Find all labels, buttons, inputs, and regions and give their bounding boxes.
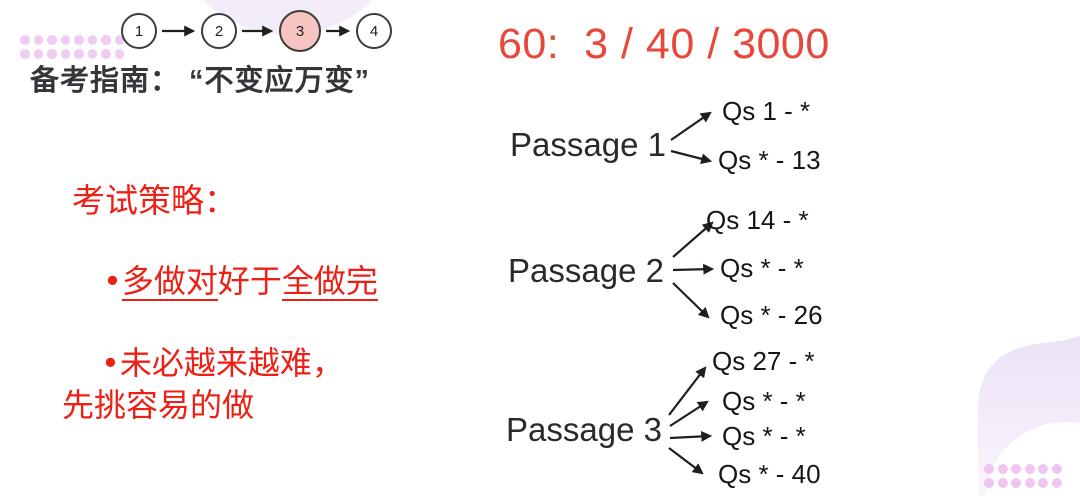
passage-3-question-range: Qs 27 - * (712, 346, 815, 376)
passage-2-question-range: Qs 14 - * (706, 205, 809, 235)
p3-arrow-0 (668, 366, 707, 416)
decor-dot (20, 49, 30, 59)
bullet1-underlined-1: 多做对 (121, 262, 218, 300)
bullet-marker: • (103, 262, 122, 300)
p3-arrow-3 (668, 447, 704, 475)
strategy-heading: 考试策略： (72, 181, 237, 220)
decor-dot (1051, 464, 1062, 474)
p3-arrow-1 (669, 400, 709, 427)
strategy-bullet-1: •多做对好于全做完 (103, 256, 378, 302)
step-circle-2: 2 (201, 13, 237, 49)
decor-dot (1024, 477, 1035, 488)
decor-dot (47, 35, 57, 45)
passage-1-label: Passage 1 (510, 126, 666, 163)
decor-dot (984, 464, 994, 474)
decor-dot (33, 49, 43, 59)
passage-2-label: Passage 2 (508, 252, 664, 289)
decor-dot (87, 35, 97, 45)
step-circle-1: 1 (121, 13, 157, 49)
slide-title: 备考指南： “不变应万变” (30, 65, 371, 97)
decor-dot (114, 35, 124, 45)
decor-dot (997, 477, 1008, 488)
decor-dot (114, 49, 124, 59)
decor-dot (997, 464, 1008, 474)
strategy-bullet-2-line-2: 先挑容易的做 (62, 386, 255, 424)
decor-dot (87, 49, 97, 59)
decor-dot (20, 35, 30, 45)
decor-dot (60, 35, 70, 45)
decor-dot (101, 35, 111, 45)
decor-dot (1024, 464, 1035, 474)
p1-arrow-1 (670, 149, 713, 165)
decor-dots-bottom-right (984, 464, 1062, 488)
decor-dot (60, 49, 70, 59)
strategy-bullet-2-line-1: •未必越来越难， (101, 338, 344, 384)
decor-dot (1051, 477, 1062, 488)
p2-arrow-1 (672, 263, 715, 275)
decor-dot (101, 49, 111, 59)
decor-dot (1038, 464, 1048, 474)
decor-dot (33, 35, 43, 45)
step-circle-3: 3 (279, 10, 321, 52)
decor-dots-top-left (20, 35, 124, 59)
passage-3-question-range: Qs * - * (722, 421, 806, 451)
bullet2-text-1: 未必越来越难， (119, 344, 344, 382)
p1-arrow-0 (670, 111, 712, 141)
exam-summary-heading: 60: 3 / 40 / 3000 (498, 20, 830, 68)
decor-dot (984, 477, 994, 488)
passage-1-question-range: Qs 1 - * (722, 96, 811, 126)
passage-3-question-range: Qs * - * (722, 386, 806, 416)
bullet-marker: • (101, 344, 120, 382)
step-circle-4: 4 (356, 13, 392, 49)
p2-arrow-2 (672, 282, 710, 319)
decor-dot (1011, 477, 1021, 488)
passage-2-question-range: Qs * - 26 (720, 300, 823, 330)
passage-2-question-range: Qs * - * (720, 253, 804, 283)
p3-arrow-2 (669, 430, 713, 442)
passage-1-question-range: Qs * - 13 (718, 145, 821, 175)
decor-dot (47, 49, 57, 59)
decor-dot (74, 35, 84, 45)
bullet1-underlined-2: 全做完 (281, 262, 378, 300)
bullet1-middle: 好于 (217, 262, 282, 300)
passage-3-question-range: Qs * - 40 (718, 459, 821, 489)
decor-corner-shape (978, 336, 1080, 496)
passage-3-label: Passage 3 (506, 411, 662, 448)
decor-dot (74, 49, 84, 59)
decor-dot (1038, 477, 1048, 488)
decor-dot (1011, 464, 1021, 474)
